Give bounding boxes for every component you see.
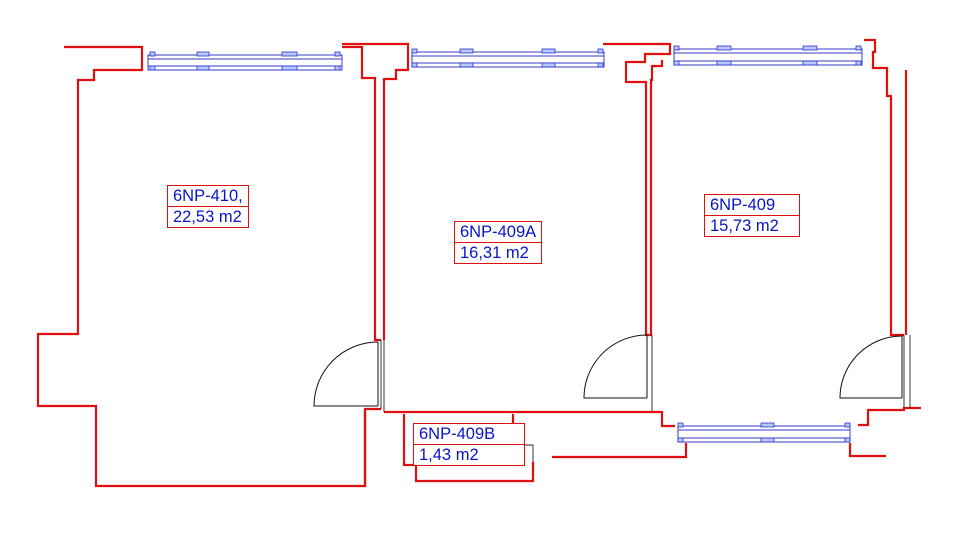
room-id: 6NP-409 <box>705 195 800 216</box>
door-swing-6np-409 <box>839 335 903 399</box>
door-swing-6np-410 <box>313 341 379 407</box>
window-top-right <box>673 45 863 66</box>
room-label-6np-409a: 6NP-409A 16,31 m2 <box>454 221 543 264</box>
room-6np-409a-walls <box>342 42 672 414</box>
room-area: 22,53 m2 <box>173 208 242 226</box>
room-area: 16,31 m2 <box>460 244 529 262</box>
room-label-6np-409: 6NP-409 15,73 m2 <box>704 194 801 237</box>
room-id: 6NP-410, <box>168 186 248 207</box>
room-label-6np-409b: 6NP-409B 1,43 m2 <box>413 423 525 466</box>
room-area: 1,43 m2 <box>419 446 479 464</box>
room-id: 6NP-409A <box>455 222 542 243</box>
room-area: 15,73 m2 <box>710 217 779 235</box>
door-swing-6np-409a <box>583 334 648 399</box>
room-6np-409-walls <box>552 38 921 459</box>
window-top-left <box>147 51 343 71</box>
window-bottom-right <box>677 422 851 443</box>
window-top-middle <box>411 48 605 68</box>
room-label-6np-410: 6NP-410, 22,53 m2 <box>167 185 249 228</box>
room-6np-410-walls <box>36 45 382 488</box>
room-id: 6NP-409B <box>414 424 524 445</box>
